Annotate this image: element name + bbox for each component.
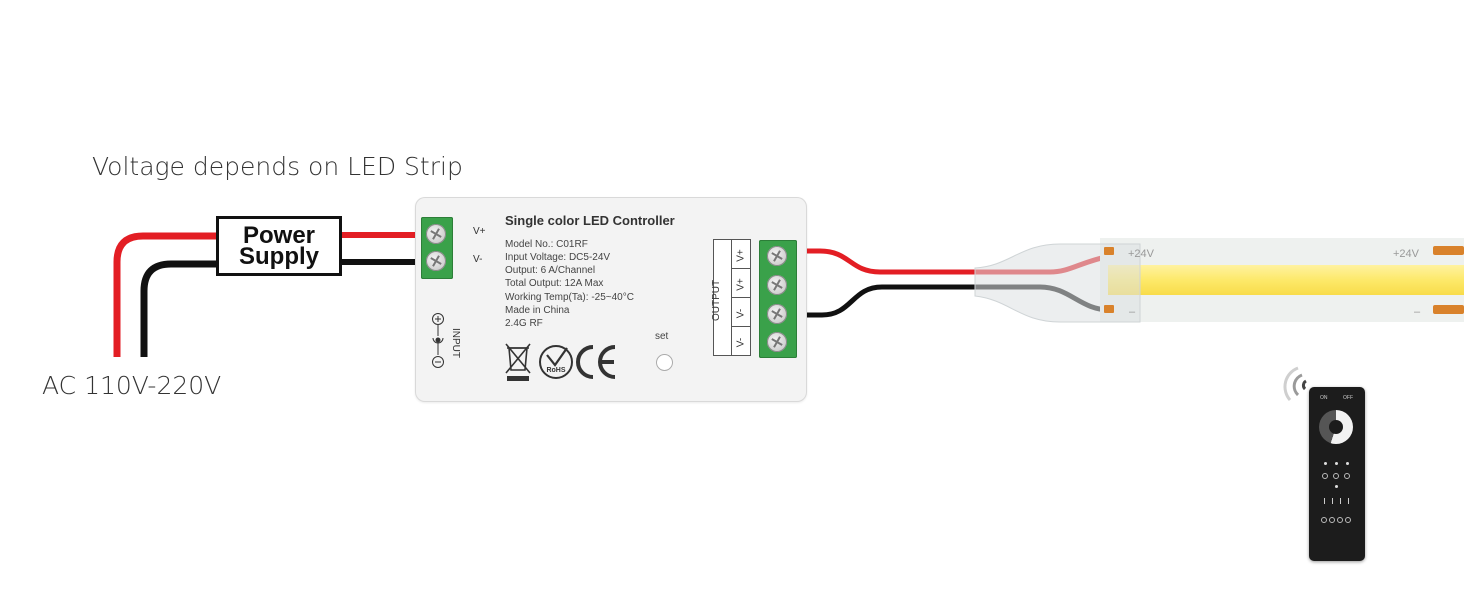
output-terminal-block bbox=[759, 240, 797, 358]
wireless-signal-icon bbox=[1283, 366, 1307, 401]
ac-red-wire bbox=[113, 232, 218, 357]
output-terminal-label: V+ bbox=[735, 278, 747, 291]
set-button[interactable] bbox=[656, 354, 673, 371]
output-label-frame bbox=[713, 239, 751, 356]
input-terminal-vminus: V- bbox=[473, 254, 483, 265]
remote-button[interactable] bbox=[1324, 498, 1325, 504]
spec-line: 2.4G RF bbox=[505, 318, 543, 329]
svg-text:RoHS: RoHS bbox=[546, 367, 565, 374]
certification-icons: RoHS bbox=[505, 343, 616, 381]
controller-title: Single color LED Controller bbox=[505, 213, 675, 228]
remote-on-label: ON bbox=[1320, 395, 1328, 401]
output-terminal-label: V- bbox=[735, 337, 747, 348]
remote-button[interactable] bbox=[1340, 498, 1341, 504]
remote-button[interactable] bbox=[1321, 517, 1327, 523]
remote-button[interactable] bbox=[1344, 473, 1350, 479]
output-terminal-label: V- bbox=[735, 308, 747, 319]
brightness-dial[interactable] bbox=[1319, 410, 1353, 444]
spec-line: Made in China bbox=[505, 305, 570, 316]
spec-line: Model No.: C01RF bbox=[505, 239, 588, 250]
power-supply-box: Power Supply bbox=[216, 216, 342, 276]
out-red-wire bbox=[796, 248, 1111, 275]
remote-button[interactable] bbox=[1335, 485, 1338, 488]
out-black-wire bbox=[796, 284, 1111, 318]
remote-button[interactable] bbox=[1335, 462, 1338, 465]
spec-line: Output: 6 A/Channel bbox=[505, 265, 596, 276]
remote-button[interactable] bbox=[1348, 498, 1349, 504]
power-supply-line2: Supply bbox=[238, 243, 319, 270]
voltage-note: Voltage depends on LED Strip bbox=[92, 152, 463, 181]
output-label: OUTPUT bbox=[711, 279, 722, 321]
rf-remote-control: ON OFF bbox=[1309, 387, 1365, 561]
ac-black-wire bbox=[140, 260, 218, 357]
polarity-icon bbox=[432, 313, 444, 368]
remote-off-label: OFF bbox=[1343, 395, 1353, 401]
screw-icon bbox=[767, 332, 787, 352]
screw-icon bbox=[767, 275, 787, 295]
weee-bin-icon bbox=[505, 343, 531, 381]
rohs-icon: RoHS bbox=[539, 345, 573, 379]
input-terminal-vplus: V+ bbox=[473, 226, 486, 237]
remote-button[interactable] bbox=[1324, 462, 1327, 465]
remote-button[interactable] bbox=[1346, 462, 1349, 465]
remote-button[interactable] bbox=[1345, 517, 1351, 523]
spec-line: Total Output: 12A Max bbox=[505, 278, 604, 289]
remote-button[interactable] bbox=[1332, 498, 1333, 504]
remote-button[interactable] bbox=[1329, 517, 1335, 523]
input-terminal-block bbox=[421, 217, 453, 279]
spec-line: Input Voltage: DC5-24V bbox=[505, 252, 611, 263]
screw-icon bbox=[426, 251, 446, 271]
remote-button[interactable] bbox=[1337, 517, 1343, 523]
input-label: INPUT bbox=[450, 328, 461, 358]
set-label: set bbox=[655, 331, 669, 342]
output-terminal-label: V+ bbox=[735, 249, 747, 262]
led-controller: V+ V- Single color LED Controller Model … bbox=[415, 197, 807, 402]
power-supply-line1: Power bbox=[242, 222, 316, 249]
ac-input-label: AC 110V-220V bbox=[42, 371, 222, 400]
screw-icon bbox=[767, 246, 787, 266]
remote-button[interactable] bbox=[1322, 473, 1328, 479]
ce-icon bbox=[576, 345, 616, 379]
screw-icon bbox=[767, 304, 787, 324]
spec-line: Working Temp(Ta): -25~40°C bbox=[505, 292, 634, 303]
remote-button[interactable] bbox=[1333, 473, 1339, 479]
screw-icon bbox=[426, 224, 446, 244]
